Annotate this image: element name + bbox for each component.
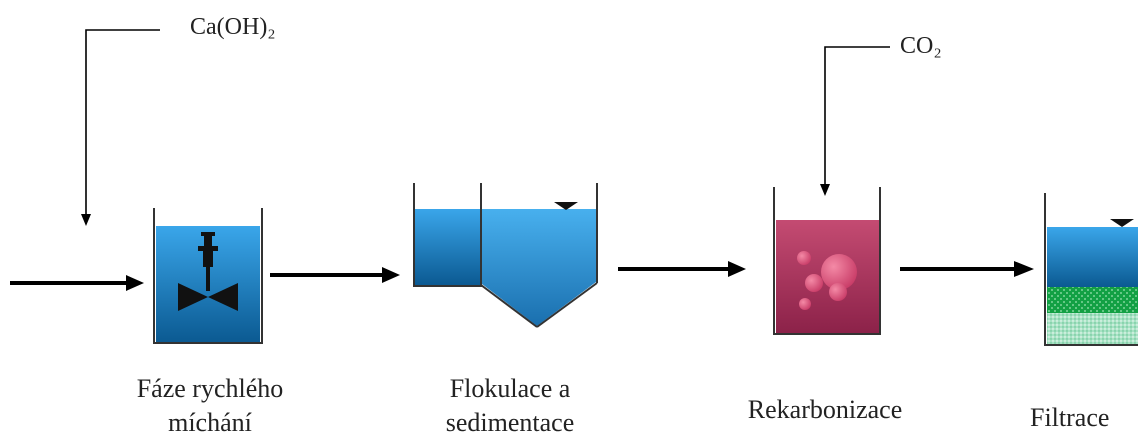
- co2-bubbles: [797, 251, 857, 310]
- stage-rapid-mixing-line1: Fáze rychlého: [136, 374, 284, 403]
- rapid-mix-tank: [153, 208, 263, 344]
- flow-arrow-1: [270, 267, 400, 283]
- stage-flocculation-line2: sedimentace: [445, 408, 575, 437]
- filtration-tank: [1044, 193, 1138, 346]
- lime-label: Ca(OH)₂: [190, 14, 276, 40]
- stage-rapid-mixing-line2: míchání: [168, 408, 252, 437]
- stage-filtration-label: Filtrace: [1030, 401, 1138, 435]
- co2-dosing-line: [820, 46, 890, 196]
- flocculation-tank: [413, 183, 598, 328]
- stage-rapid-mixing-label: Fáze rychlého míchání: [110, 372, 310, 439]
- lime-dosing-line: [81, 29, 160, 226]
- stage-recarbonation-line1: Rekarbonizace: [747, 395, 903, 424]
- stage-flocculation-line1: Flokulace a: [449, 374, 571, 403]
- stage-flocculation-label: Flokulace a sedimentace: [410, 372, 610, 439]
- stage-filtration-line1: Filtrace: [1030, 403, 1110, 432]
- water-level-icon: [554, 202, 578, 210]
- co2-label: CO₂: [900, 33, 942, 59]
- mixer-icon: [178, 232, 238, 311]
- flow-arrow-2: [618, 261, 746, 277]
- filter-water-level-icon: [1110, 219, 1134, 227]
- stage-recarbonation-label: Rekarbonizace: [715, 393, 935, 427]
- flow-arrow-3: [900, 261, 1034, 277]
- inlet-arrow: [10, 275, 144, 291]
